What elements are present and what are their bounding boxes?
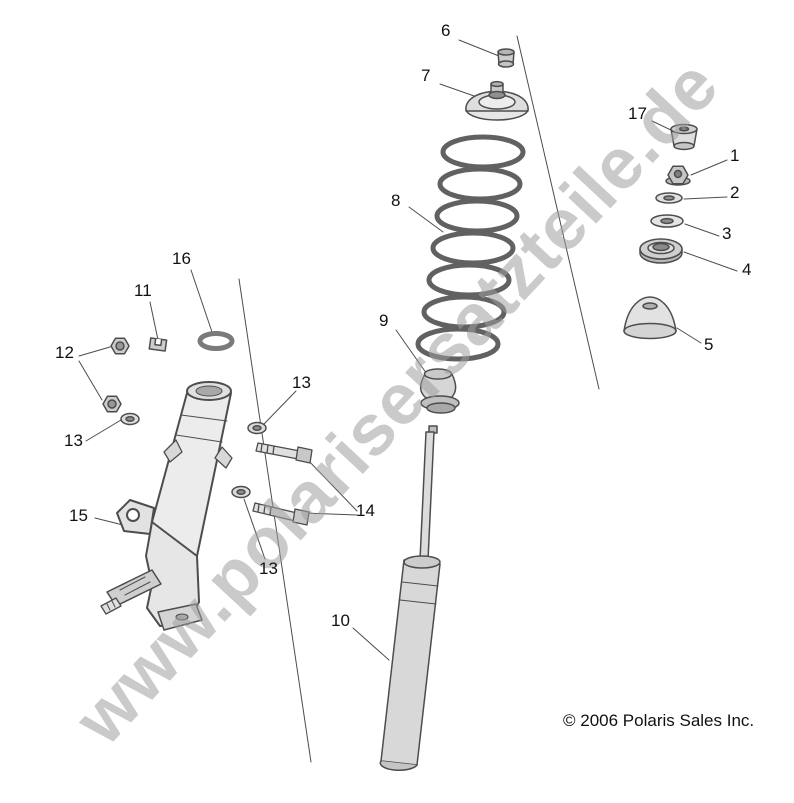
part-13-washers: [120, 412, 267, 499]
part-16-o-ring: [197, 331, 235, 351]
part-15-strut-knuckle: [100, 381, 233, 631]
callout-15: 15: [69, 506, 88, 525]
callout-4: 4: [742, 260, 752, 279]
part-1-nut: [665, 165, 691, 186]
callout-14: 14: [356, 501, 375, 520]
callout-9: 9: [379, 311, 389, 330]
part-11-clip: [148, 337, 168, 352]
callout-12: 12: [55, 343, 74, 362]
part-3-washer: [650, 214, 684, 228]
part-12-nuts: [102, 337, 130, 413]
part-2-washer: [655, 192, 683, 204]
part-17-grommet: [670, 123, 698, 151]
part-8-coil-spring: [415, 134, 526, 362]
callout-5: 5: [704, 335, 714, 354]
callout-7: 7: [421, 66, 431, 85]
part-6-top-nut: [497, 48, 515, 68]
part-5-dust-cap: [623, 296, 677, 340]
part-10-shock-absorber: [379, 425, 441, 772]
callout-16: 16: [172, 249, 191, 268]
part-4-cup-washer: [639, 238, 683, 264]
callout-2: 2: [730, 183, 740, 202]
callout-1: 1: [730, 146, 740, 165]
part-14-bolts: [252, 442, 313, 526]
part-9-bump-stop: [419, 368, 460, 414]
callout-8: 8: [391, 191, 401, 210]
alignment-lines: [238, 35, 600, 763]
callout-13-b: 13: [292, 373, 311, 392]
callout-3: 3: [722, 224, 732, 243]
copyright-text: © 2006 Polaris Sales Inc.: [563, 711, 755, 730]
callout-11: 11: [134, 281, 152, 300]
callout-17: 17: [628, 104, 647, 123]
part-7-upper-mount: [465, 80, 529, 121]
callout-13-a: 13: [64, 431, 83, 450]
callout-6: 6: [441, 21, 451, 40]
callout-13-c: 13: [259, 559, 278, 578]
callout-10: 10: [331, 611, 350, 630]
